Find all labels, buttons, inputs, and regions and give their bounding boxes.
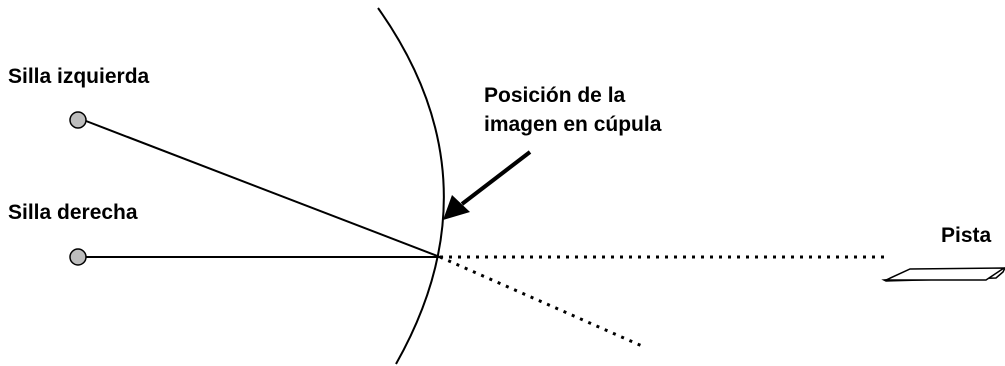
right-seat-marker — [69, 248, 87, 266]
image-position-arrow-head — [443, 195, 470, 220]
left-seat-marker — [69, 111, 87, 129]
projection-down — [439, 255, 643, 348]
runway-label: Pista — [941, 224, 992, 247]
left-seat-sight-line — [85, 120, 441, 258]
dome-image-label-line2: imagen en cúpula — [484, 113, 662, 136]
dome-curve — [377, 7, 445, 365]
dome-image-label-line1: Posición de la — [484, 84, 626, 107]
runway-outline — [885, 267, 1005, 281]
right-seat-label: Silla derecha — [8, 201, 138, 224]
left-seat-label: Silla izquierda — [8, 65, 150, 88]
image-position-arrow-shaft — [460, 150, 532, 206]
